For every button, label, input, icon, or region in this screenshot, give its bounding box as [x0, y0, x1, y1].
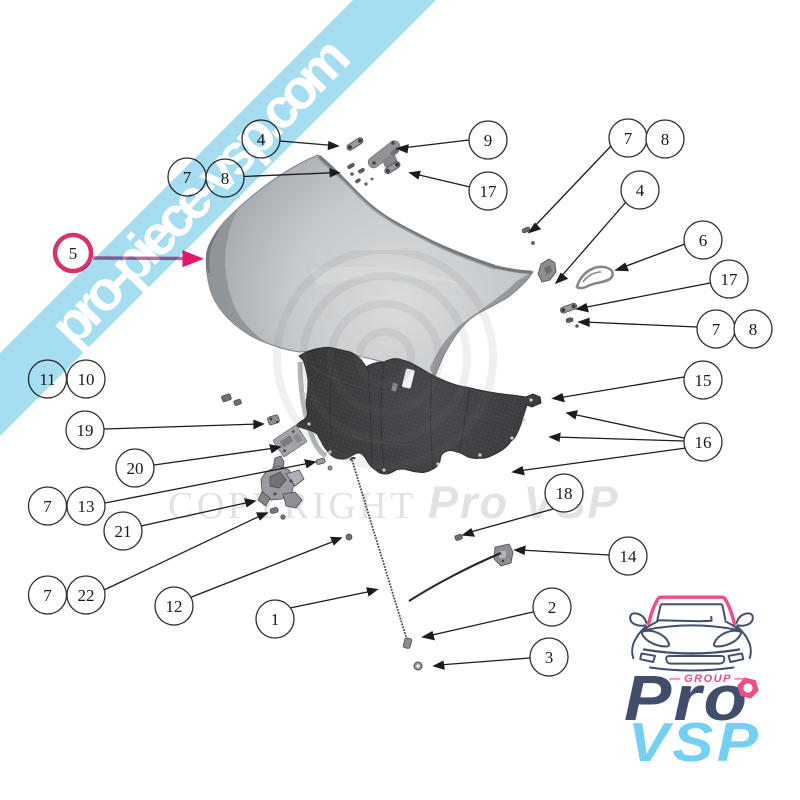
svg-text:9: 9 — [484, 131, 493, 150]
svg-text:21: 21 — [115, 522, 132, 541]
svg-text:22: 22 — [78, 586, 95, 605]
svg-text:1: 1 — [271, 610, 280, 629]
svg-text:19: 19 — [77, 421, 94, 440]
svg-text:7: 7 — [43, 497, 52, 516]
svg-text:Pro: Pro — [624, 663, 749, 734]
svg-text:7: 7 — [624, 129, 633, 148]
svg-text:13: 13 — [78, 497, 95, 516]
svg-text:15: 15 — [695, 371, 712, 390]
svg-text:4: 4 — [636, 181, 645, 200]
svg-text:17: 17 — [721, 270, 739, 289]
svg-text:4: 4 — [257, 130, 266, 149]
svg-text:2: 2 — [548, 598, 557, 617]
svg-text:17: 17 — [480, 182, 498, 201]
svg-text:— GROUP —: — GROUP — — [668, 673, 747, 685]
svg-text:12: 12 — [166, 597, 183, 616]
svg-text:14: 14 — [620, 547, 638, 566]
svg-text:20: 20 — [127, 459, 144, 478]
svg-text:7: 7 — [43, 586, 52, 605]
svg-text:Pro VSP: Pro VSP — [428, 477, 620, 528]
svg-text:16: 16 — [695, 433, 712, 452]
svg-text:7: 7 — [183, 168, 192, 187]
svg-text:5: 5 — [69, 244, 78, 263]
svg-text:8: 8 — [749, 320, 758, 339]
svg-text:6: 6 — [699, 231, 708, 250]
svg-text:8: 8 — [661, 130, 670, 149]
svg-text:8: 8 — [221, 169, 230, 188]
svg-text:VSP: VSP — [628, 712, 761, 773]
svg-text:7: 7 — [712, 320, 721, 339]
svg-text:3: 3 — [545, 648, 554, 667]
svg-text:10: 10 — [78, 370, 95, 389]
svg-text:18: 18 — [556, 484, 573, 503]
svg-text:11: 11 — [39, 370, 55, 389]
